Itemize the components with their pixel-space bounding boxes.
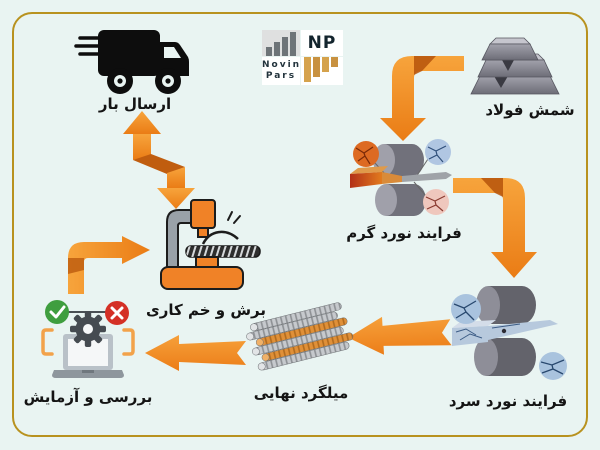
arrow-rebar-to-inspection-icon [145,335,246,371]
logo-gray-bars [262,30,300,56]
arrow-hot-to-cold-icon [453,178,537,278]
error-badge-icon [105,301,129,325]
rebar-bundle-icon [246,302,354,371]
logo-word-pars: Pars [265,70,297,81]
hot-rolling-icon [350,139,452,216]
cutting-label: برش و خم کاری [146,301,266,319]
inspection-laptop-icon [41,300,135,378]
arrow-cutting-to-shipping-icon [123,111,195,209]
steel-ingots-icon [470,37,560,95]
arrow-cold-to-rebar-icon [348,316,452,355]
final-rebar-label: میلگرد نهایی [253,384,349,402]
cold-rolling-label: فرایند نورد سرد [448,392,568,410]
logo-wordmark: Novin Pars [262,57,300,85]
hot-rolling-label: فرایند نورد گرم [346,224,462,242]
cutting-machine-icon [160,199,261,290]
focus-bracket-right [122,328,135,356]
logo-word-novin: Novin [262,60,302,70]
cold-rolling-icon [451,286,567,380]
logo-np: NP [307,33,337,53]
check-badge-icon [45,300,69,324]
logo-orange-bars [301,57,343,85]
shipping-label: ارسال بار [98,95,172,113]
ingot-label: شمش فولاد [485,101,575,119]
truck-icon [74,30,189,94]
novin-pars-logo: NP Novin Pars [262,30,343,87]
gold-border-frame [12,12,588,437]
inspection-label: بررسی و آزمایش [23,388,153,406]
logo-np-text: NP [301,30,343,56]
focus-bracket-left [41,328,54,356]
gear-icon [70,311,106,347]
arrow-inspection-to-cutting-icon [68,236,150,294]
arrow-ingot-to-hot-icon [380,56,464,141]
